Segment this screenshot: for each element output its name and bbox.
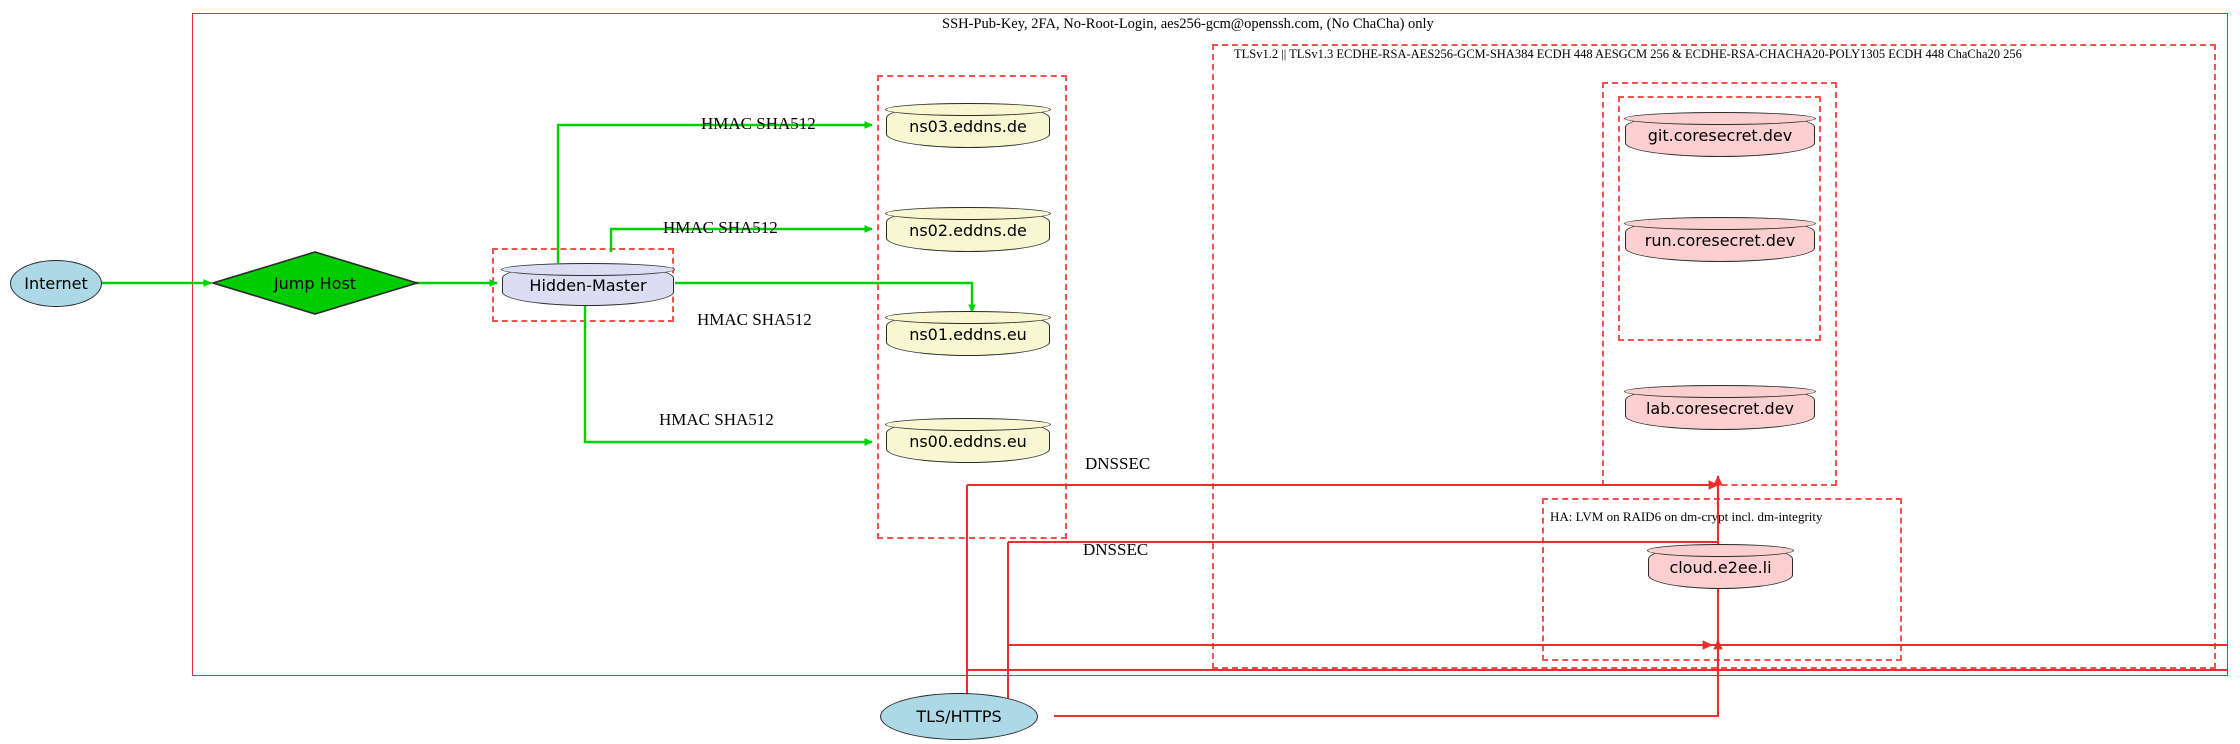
node-cloud-e2ee-label: cloud.e2ee.li — [1669, 557, 1772, 577]
node-cloud-e2ee[interactable]: cloud.e2ee.li — [1647, 544, 1794, 589]
node-jump-host[interactable]: Jump Host — [211, 251, 419, 315]
node-lab-coresecret[interactable]: lab.coresecret.dev — [1624, 385, 1816, 430]
node-run-coresecret[interactable]: run.coresecret.dev — [1624, 217, 1816, 262]
dnssec-label-lower: DNSSEC — [1083, 540, 1149, 559]
hmac-label-ns02: HMAC SHA512 — [663, 218, 778, 237]
node-tls-https[interactable]: TLS/HTTPS — [880, 693, 1038, 740]
node-ns02[interactable]: ns02.eddns.de — [885, 207, 1051, 252]
node-git-coresecret-label: git.coresecret.dev — [1647, 125, 1793, 145]
ha-cluster-label: HA: LVM on RAID6 on dm-crypt incl. dm-in… — [1546, 509, 1827, 525]
hmac-label-ns01: HMAC SHA512 — [697, 310, 812, 329]
tls-cluster-label: TLSv1.2 || TLSv1.3 ECDHE-RSA-AES256-GCM-… — [1230, 47, 2026, 62]
node-git-coresecret[interactable]: git.coresecret.dev — [1624, 112, 1816, 157]
node-ns00-label: ns00.eddns.eu — [909, 431, 1027, 451]
diamond-shape — [211, 251, 419, 315]
node-run-coresecret-label: run.coresecret.dev — [1644, 230, 1796, 250]
node-lab-coresecret-label: lab.coresecret.dev — [1645, 398, 1795, 418]
tls-cluster-box — [1212, 44, 2216, 669]
hmac-label-ns00: HMAC SHA512 — [659, 410, 774, 429]
node-ns02-label: ns02.eddns.de — [909, 220, 1027, 240]
node-internet-label: Internet — [24, 274, 88, 293]
node-ns01[interactable]: ns01.eddns.eu — [885, 311, 1051, 356]
node-internet[interactable]: Internet — [10, 260, 102, 307]
node-jump-host-label: Jump Host — [273, 273, 357, 293]
dnssec-label-upper: DNSSEC — [1085, 454, 1151, 473]
ssh-cluster-box — [192, 13, 2228, 676]
node-tls-https-label: TLS/HTTPS — [916, 707, 1002, 726]
node-ns00[interactable]: ns00.eddns.eu — [885, 418, 1051, 463]
node-ns03[interactable]: ns03.eddns.de — [885, 103, 1051, 148]
ssh-cluster-label: SSH-Pub-Key, 2FA, No-Root-Login, aes256-… — [938, 16, 1438, 33]
node-ns01-label: ns01.eddns.eu — [909, 324, 1027, 344]
node-ns03-label: ns03.eddns.de — [909, 116, 1027, 136]
node-hidden-master[interactable]: Hidden-Master — [501, 263, 675, 306]
hmac-label-ns03: HMAC SHA512 — [701, 114, 816, 133]
node-hidden-master-label: Hidden-Master — [529, 275, 647, 295]
coresecret-inner-cluster-box — [1618, 96, 1821, 341]
ha-cluster-box — [1542, 498, 1902, 661]
